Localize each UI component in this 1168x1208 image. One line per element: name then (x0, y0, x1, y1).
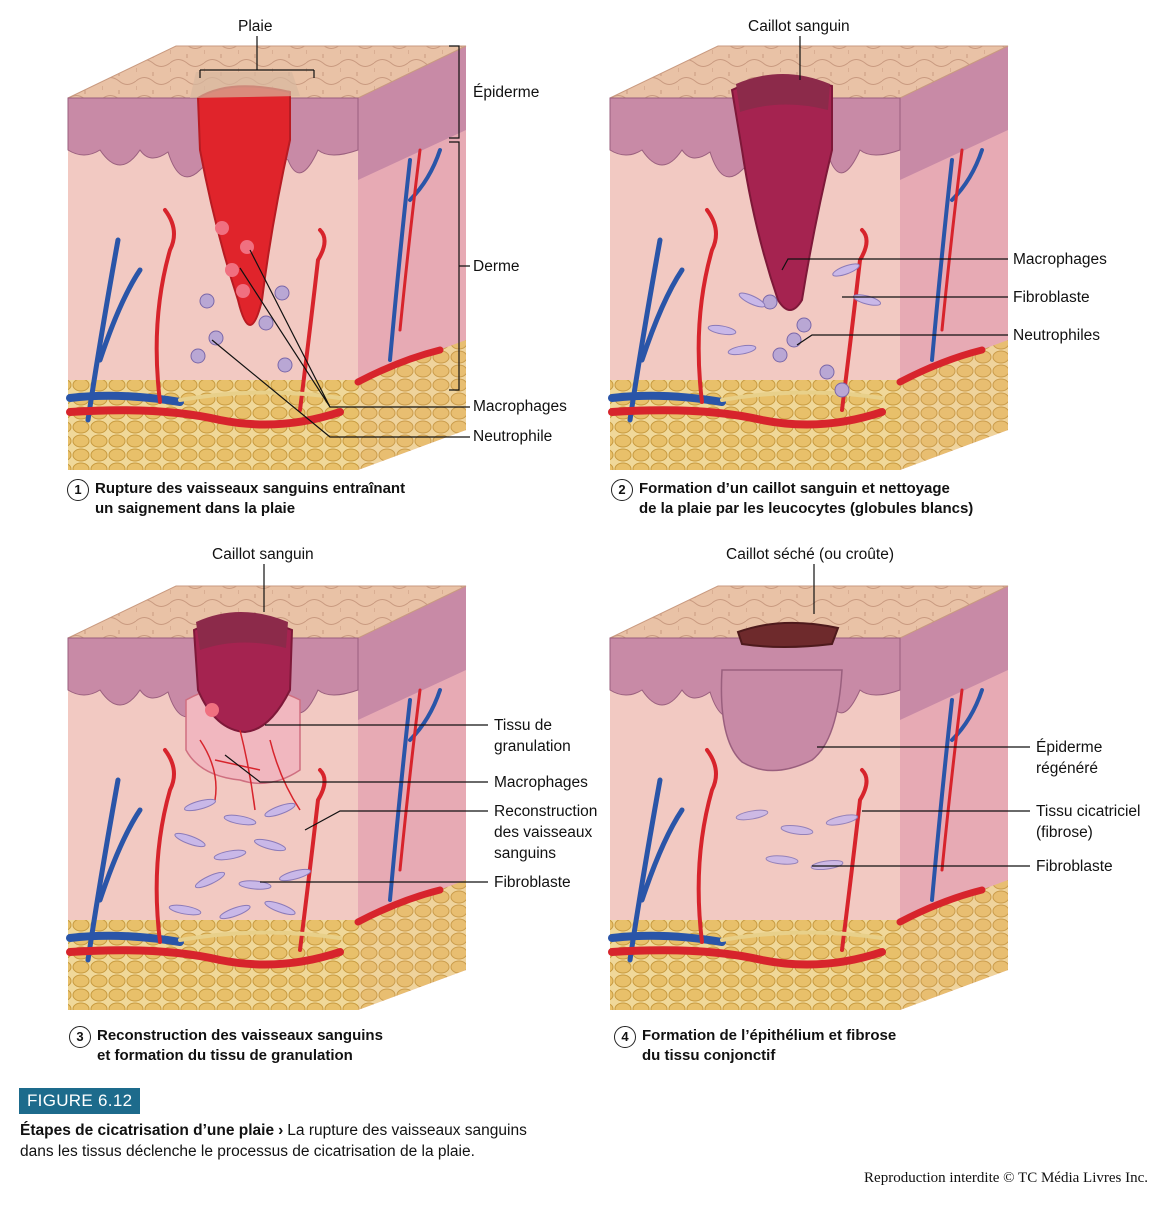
figure-title-arrow: › (278, 1122, 284, 1139)
label-neutrophile: Neutrophile (473, 428, 553, 445)
label-fibroblaste: Fibroblaste (1013, 289, 1090, 306)
label-epiderme: Épiderme (473, 84, 540, 101)
label-macrophages: Macrophages (473, 398, 567, 415)
panel-3: Caillot sanguin Tissu de granulation Mac… (0, 540, 597, 1080)
caption-line-2: de la plaie par les leucocytes (globules… (639, 500, 974, 517)
figure-title: Étapes de cicatrisation d’une plaie›La r… (20, 1120, 660, 1162)
caption-line-2: et formation du tissu de granulation (97, 1047, 353, 1064)
caption-line-1: Reconstruction des vaisseaux sanguins (97, 1027, 383, 1044)
label-des-vaisseaux: des vaisseaux (494, 824, 593, 841)
label-neutrophiles: Neutrophiles (1013, 327, 1101, 344)
skin-block-illustration (542, 540, 1168, 1080)
skin-block-illustration (542, 0, 1168, 540)
step-number: 2 (611, 479, 633, 501)
panel-1: Plaie Épiderme Derme Macrophages Neutrop… (0, 0, 584, 540)
copyright-notice: Reproduction interdite © TC Média Livres… (864, 1170, 1148, 1186)
label-caillot-sanguin: Caillot sanguin (212, 546, 314, 563)
label-fibrose: (fibrose) (1036, 824, 1093, 841)
label-caillot-sanguin: Caillot sanguin (748, 18, 850, 35)
regenerated-epidermis (720, 669, 843, 772)
label-reconstruction: Reconstruction (494, 803, 598, 820)
caption-line-1: Formation d’un caillot sanguin et nettoy… (639, 480, 950, 497)
step-number: 4 (614, 1026, 636, 1048)
figure-title-bold: Étapes de cicatrisation d’une plaie (20, 1122, 275, 1139)
label-granulation: granulation (494, 738, 571, 755)
label-tissu-de: Tissu de (494, 717, 553, 734)
step-number: 3 (69, 1026, 91, 1048)
label-tissu-cicatriciel: Tissu cicatriciel (1036, 803, 1141, 820)
label-epiderme-regenere-1: Épiderme (1036, 739, 1103, 756)
label-sanguins: sanguins (494, 845, 557, 862)
figure-title-rest-1: La rupture des vaisseaux sanguins (287, 1122, 527, 1139)
panel-2: Caillot sanguin Macrophages Fibroblaste … (542, 0, 1168, 540)
step-number: 1 (67, 479, 89, 501)
scab (736, 621, 840, 648)
label-macrophages: Macrophages (494, 774, 588, 791)
panel-4: Caillot séché (ou croûte) Épiderme régén… (542, 540, 1168, 1080)
caption-line-1: Formation de l’épithélium et fibrose (642, 1027, 897, 1044)
caption-line-2: du tissu conjonctif (642, 1047, 776, 1064)
caption-line-2: un saignement dans la plaie (95, 500, 296, 517)
label-derme: Derme (473, 258, 520, 275)
label-caillot-seche: Caillot séché (ou croûte) (726, 546, 894, 563)
label-plaie: Plaie (238, 18, 273, 35)
label-macrophages: Macrophages (1013, 251, 1107, 268)
caption-line-1: Rupture des vaisseaux sanguins entraînan… (95, 480, 406, 497)
label-fibroblaste: Fibroblaste (494, 874, 571, 891)
figure-badge: FIGURE 6.12 (19, 1088, 141, 1114)
label-epiderme-regenere-2: régénéré (1036, 760, 1099, 777)
label-fibroblaste: Fibroblaste (1036, 858, 1113, 875)
figure-title-rest-2: dans les tissus déclenche le processus d… (20, 1143, 475, 1160)
